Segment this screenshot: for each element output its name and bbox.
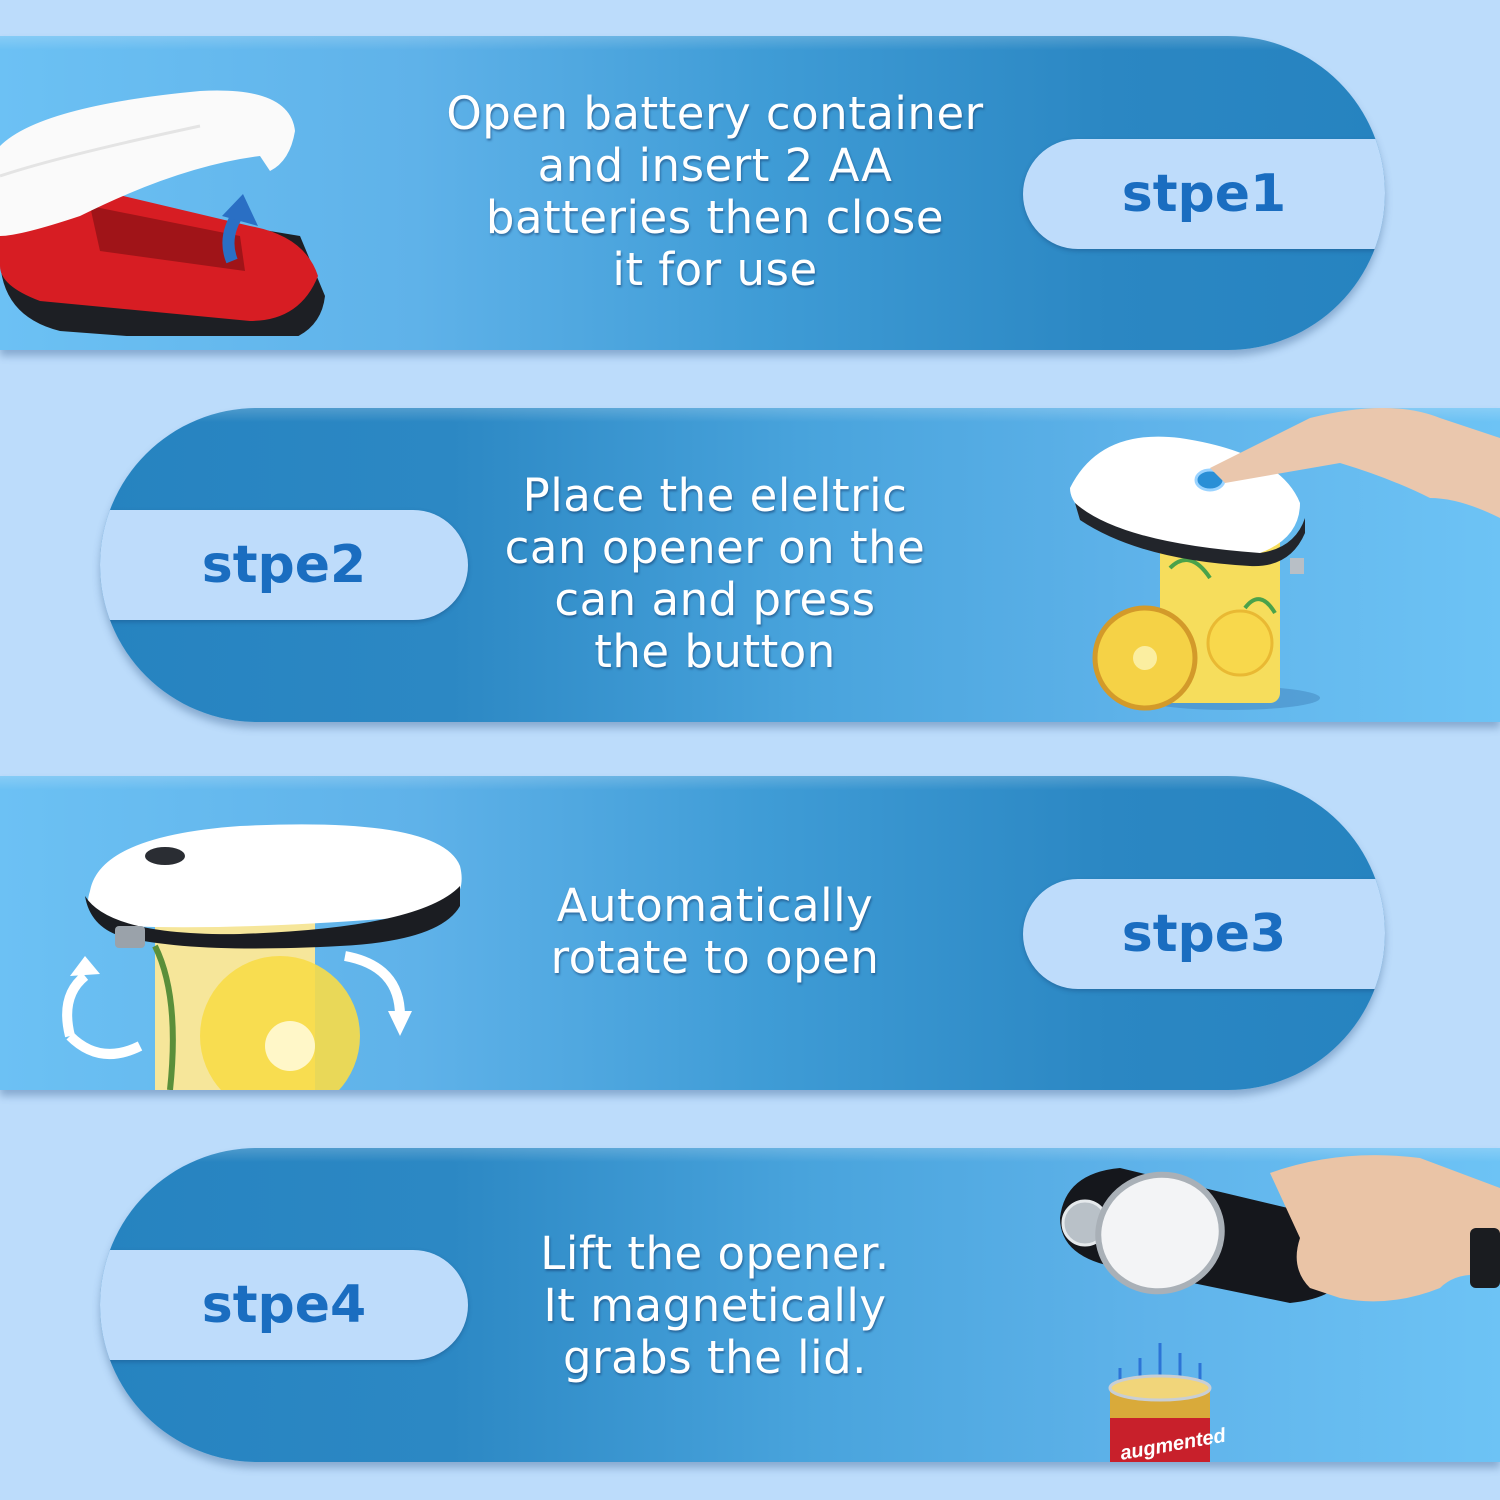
step-1-label-pill: stpe1 bbox=[1023, 139, 1385, 249]
battery-compartment-illustration bbox=[0, 90, 325, 336]
step-4-label-pill: stpe4 bbox=[100, 1250, 468, 1360]
step-2-label-pill: stpe2 bbox=[100, 510, 468, 620]
step-3-band: Automatically rotate to open stpe3 bbox=[0, 776, 1385, 1090]
step-4-instruction: Lift the opener. It magnetically grabs t… bbox=[540, 1227, 890, 1384]
step-3-label: stpe3 bbox=[1121, 904, 1287, 964]
step-1-label: stpe1 bbox=[1121, 164, 1287, 224]
step-4-band: stpe4 Lift the opener. It magnetically g… bbox=[100, 1148, 1500, 1462]
step-1-instruction: Open battery container and insert 2 AA b… bbox=[446, 87, 984, 296]
step-3-instruction: Automatically rotate to open bbox=[550, 879, 880, 984]
step-3-label-pill: stpe3 bbox=[1023, 879, 1385, 989]
step-2-instruction: Place the eleltric can opener on the can… bbox=[504, 469, 926, 678]
lift-lid-illustration: augmented bbox=[1060, 1155, 1500, 1462]
step-2-band: stpe2 Place the eleltric can opener on t… bbox=[100, 408, 1500, 722]
opener-on-pineapple-can-illustration bbox=[1070, 408, 1500, 711]
step-2-label: stpe2 bbox=[201, 535, 367, 595]
step-1-band: Open battery container and insert 2 AA b… bbox=[0, 36, 1385, 350]
step-4-label: stpe4 bbox=[201, 1275, 367, 1335]
opener-rotating-illustration bbox=[62, 824, 462, 1090]
